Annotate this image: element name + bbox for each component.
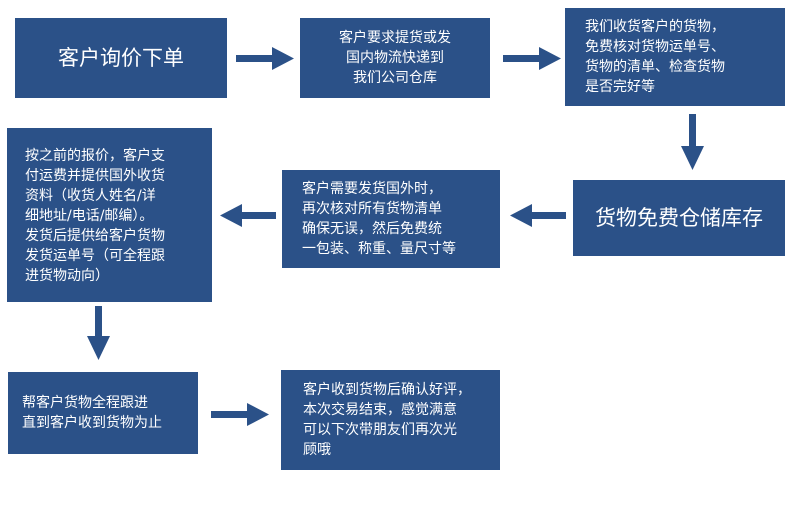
step-4-text: 货物免费仓储库存 <box>595 206 763 230</box>
step-6-box: 按之前的报价，客户支 付运费并提供国外收货 资料（收货人姓名/详 细地址/电话/… <box>7 128 212 302</box>
step-3-text: 我们收货客户的货物， 免费核对货物运单号、 货物的清单、检查货物 是否完好等 <box>585 19 725 95</box>
arrow-step6-to-step7 <box>87 306 110 360</box>
step-8-text: 客户收到货物后确认好评， 本次交易结束，感觉满意 可以下次带朋友们再次光 顾哦 <box>303 382 471 458</box>
step-3-box: 我们收货客户的货物， 免费核对货物运单号、 货物的清单、检查货物 是否完好等 <box>565 8 785 106</box>
step-7-box: 帮客户货物全程跟进 直到客户收到货物为止 <box>8 372 198 454</box>
step-4-box: 货物免费仓储库存 <box>573 180 785 256</box>
step-1-box: 客户询价下单 <box>15 18 227 98</box>
step-5-box: 客户需要发货国外时， 再次核对所有货物清单 确保无误，然后免费统 一包装、称重、… <box>282 170 500 268</box>
arrow-step1-to-step2 <box>236 47 294 70</box>
arrow-step4-to-step5 <box>510 204 566 227</box>
step-6-text: 按之前的报价，客户支 付运费并提供国外收货 资料（收货人姓名/详 细地址/电话/… <box>25 148 165 284</box>
step-5-text: 客户需要发货国外时， 再次核对所有货物清单 确保无误，然后免费统 一包装、称重、… <box>302 181 456 257</box>
arrow-step2-to-step3 <box>503 47 561 70</box>
arrow-step3-to-step4 <box>681 114 704 170</box>
step-8-box: 客户收到货物后确认好评， 本次交易结束，感觉满意 可以下次带朋友们再次光 顾哦 <box>281 370 500 470</box>
step-1-text: 客户询价下单 <box>58 46 184 70</box>
arrow-step5-to-step6 <box>220 204 276 227</box>
step-2-box: 客户要求提货或发 国内物流快递到 我们公司仓库 <box>300 18 490 98</box>
step-2-text: 客户要求提货或发 国内物流快递到 我们公司仓库 <box>339 30 451 86</box>
step-7-text: 帮客户货物全程跟进 直到客户收到货物为止 <box>22 395 162 431</box>
arrow-step7-to-step8 <box>211 403 269 426</box>
